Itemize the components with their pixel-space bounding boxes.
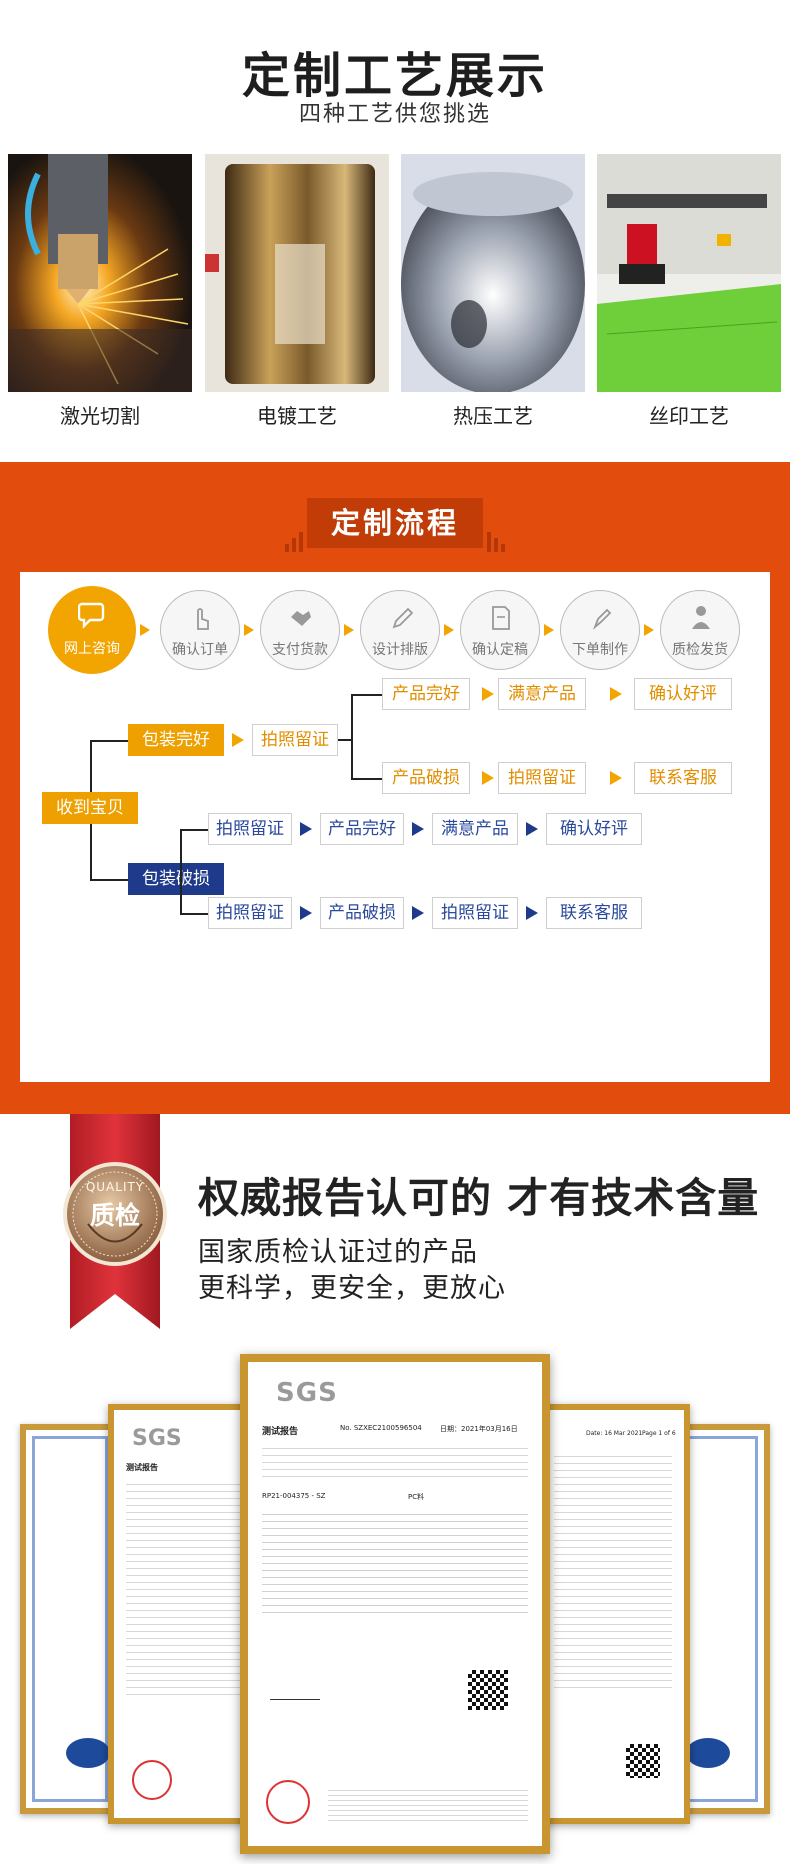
step-arrow [244, 624, 254, 636]
flow-arrow [610, 687, 622, 701]
flow-arrow [412, 822, 424, 836]
pencil-icon [392, 607, 413, 629]
certificate-right: Date: 16 Mar 2021 Page 1 of 6 [540, 1404, 690, 1824]
flow-arrow [300, 822, 312, 836]
decor-bars-left [285, 532, 303, 552]
quality-badge: QUALITY 质检 [60, 1114, 170, 1334]
flow-root: 收到宝贝 [42, 792, 138, 824]
inspector-icon [692, 606, 710, 629]
signature [270, 1682, 320, 1700]
flow-product-intact: 产品完好 [382, 678, 470, 710]
flow-connector [90, 740, 128, 742]
flow-photo-evidence: 拍照留证 [498, 762, 586, 794]
step-arrow [644, 624, 654, 636]
step-inspect-ship: 质检发货 [660, 590, 740, 670]
red-seal [266, 1780, 310, 1824]
craft-item-laser: 激光切割 [8, 154, 192, 428]
flow-connector [180, 829, 208, 831]
quality-headline: 权威报告认可的 才有技术含量 [198, 1174, 760, 1222]
process-title-block: 定制流程 [285, 498, 505, 552]
craft-section: 定制工艺展示 四种工艺供您挑选 [0, 0, 790, 462]
flow-arrow [232, 733, 244, 747]
step-confirm-order: 确认订单 [160, 590, 240, 670]
flow-satisfied: 满意产品 [432, 813, 518, 845]
document-edit-icon [492, 606, 510, 630]
flow-photo-evidence: 拍照留证 [208, 813, 292, 845]
step-arrow [444, 624, 454, 636]
flow-connector [90, 879, 128, 881]
flow-connector [338, 739, 352, 741]
flow-photo-evidence: 拍照留证 [252, 724, 338, 756]
flow-confirm-review: 确认好评 [546, 813, 642, 845]
flow-photo-evidence: 拍照留证 [432, 897, 518, 929]
electroplating-photo [205, 154, 389, 392]
badge-label-cn: 质检 [89, 1201, 140, 1230]
flow-connector [90, 824, 92, 880]
flow-satisfied: 满意产品 [498, 678, 586, 710]
craft-item-electroplating: 电镀工艺 [205, 154, 389, 428]
sgs-logo: SGS [276, 1378, 338, 1408]
craft-title: 定制工艺展示 [241, 48, 548, 104]
craft-item-hot-pressing: 热压工艺 [401, 154, 585, 428]
flow-arrow [412, 906, 424, 920]
certificate-far-left [20, 1424, 120, 1814]
silkscreen-photo [597, 154, 781, 392]
flow-product-damaged: 产品破损 [320, 897, 404, 929]
flow-product-damaged: 产品破损 [382, 762, 470, 794]
flow-package-damaged: 包装破损 [128, 863, 224, 895]
step-arrow [344, 624, 354, 636]
craft-label-hot-pressing: 热压工艺 [453, 404, 533, 428]
flow-contact-service: 联系客服 [546, 897, 642, 929]
flow-confirm-review: 确认好评 [634, 678, 732, 710]
flow-connector [351, 694, 353, 780]
flow-connector [351, 694, 383, 696]
flow-arrow [526, 822, 538, 836]
craft-item-silkscreen: 丝印工艺 [597, 154, 781, 428]
handshake-icon [291, 611, 311, 626]
step-production: 下单制作 [560, 590, 640, 670]
flow-package-intact: 包装完好 [128, 724, 224, 756]
badge-label-en: QUALITY [85, 1180, 145, 1194]
flow-product-intact: 产品完好 [320, 813, 404, 845]
flow-arrow [610, 771, 622, 785]
craft-subtitle: 四种工艺供您挑选 [298, 102, 491, 127]
flow-photo-evidence: 拍照留证 [208, 897, 292, 929]
certificate-center: SGS 测试报告 No. SZXEC2100596504 日期：2021年03月… [240, 1354, 550, 1854]
quality-line-1: 国家质检认证过的产品 [198, 1237, 478, 1268]
craft-label-silkscreen: 丝印工艺 [649, 404, 729, 428]
decor-bars-right [487, 532, 505, 552]
flow-arrow [526, 906, 538, 920]
quality-line-2: 更科学，更安全，更放心 [198, 1273, 506, 1304]
step-arrow [544, 624, 554, 636]
step-confirm-final: 确认定稿 [460, 590, 540, 670]
flow-arrow [300, 906, 312, 920]
flow-connector [351, 778, 383, 780]
flow-contact-service: 联系客服 [634, 762, 732, 794]
chat-bubble-icon [78, 602, 105, 629]
step-arrow [140, 624, 150, 636]
flow-arrow [482, 771, 494, 785]
flow-connector [180, 913, 208, 915]
process-title: 定制流程 [307, 498, 483, 548]
flow-connector [180, 829, 182, 914]
qr-code [468, 1670, 508, 1710]
craft-label-electroplating: 电镀工艺 [257, 404, 337, 428]
flow-arrow [482, 687, 494, 701]
process-panel: 网上咨询 确认订单 支付货款 设计排版 [20, 572, 770, 1082]
pointer-hand-icon [197, 608, 209, 630]
process-section: 定制流程 网上咨询 确认订单 支付货款 [0, 462, 790, 1114]
step-payment: 支付货款 [260, 590, 340, 670]
flow-connector [90, 740, 92, 792]
pen-icon [592, 608, 612, 630]
certificate-left: SGS 测试报告 [108, 1404, 258, 1824]
laser-cutting-photo [8, 154, 192, 392]
step-online-consult: 网上咨询 [48, 586, 136, 674]
step-design-layout: 设计排版 [360, 590, 440, 670]
craft-label-laser: 激光切割 [60, 404, 140, 428]
quality-section: QUALITY 质检 权威报告认可的 才有技术含量 国家质检认证过的产品 更科学… [0, 1114, 790, 1864]
hot-pressing-photo [401, 154, 585, 392]
